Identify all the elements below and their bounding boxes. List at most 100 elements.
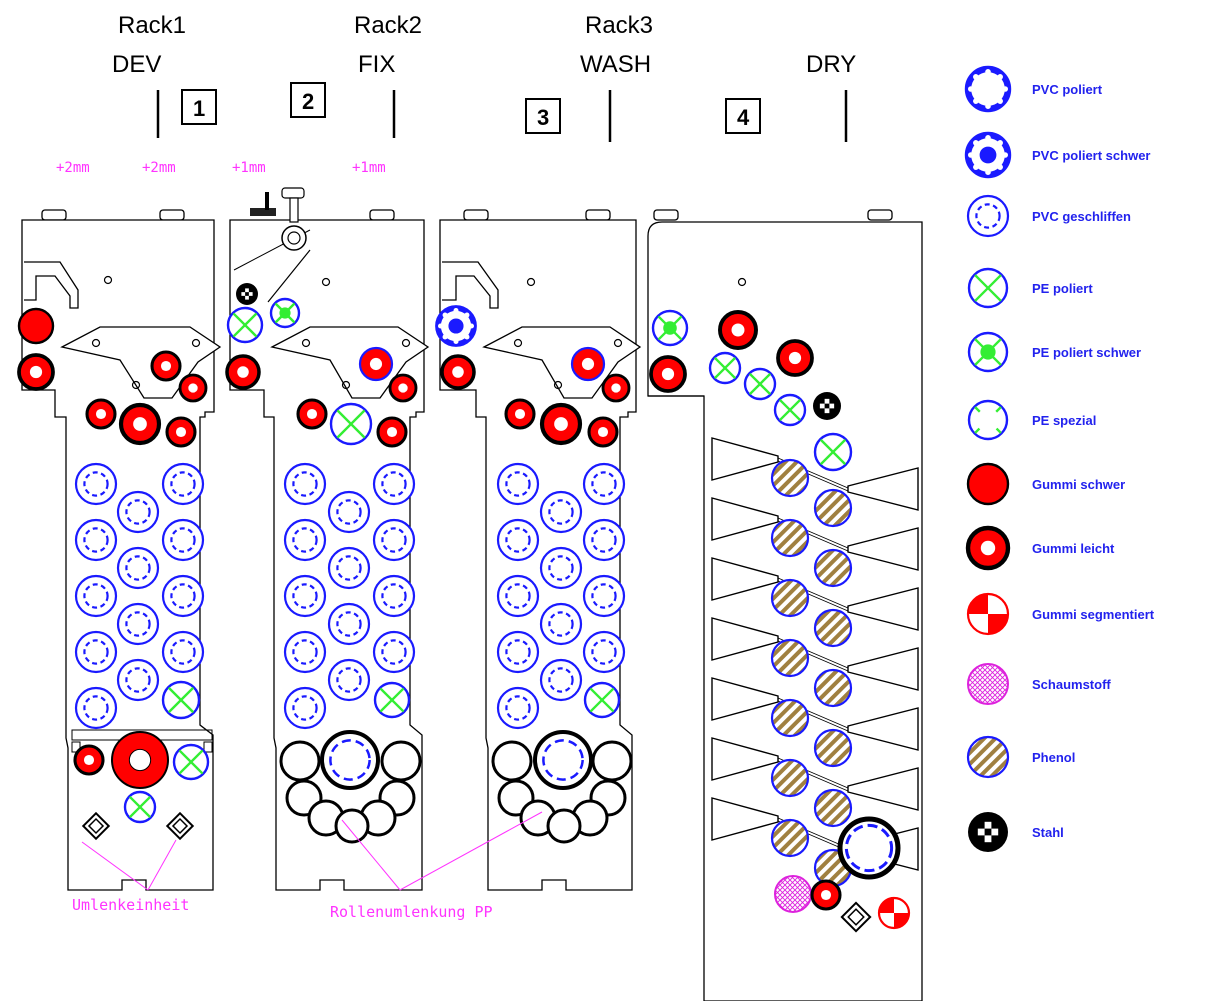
pe-polished-roller (373, 681, 411, 719)
rubber-light-roller (601, 373, 631, 403)
rubber-light-roller (225, 354, 261, 390)
rubber-light-roller (810, 879, 842, 911)
pvc-ground-roller (116, 602, 160, 646)
phenol-roller (813, 788, 853, 828)
pe-polished-icon (967, 267, 1009, 309)
rack4-process: DRY (806, 51, 856, 78)
phenol-roller (770, 638, 810, 678)
diamond-roller (840, 901, 872, 933)
rack-headers: Rack1 DEV Rack2 FIX Rack3 WASH DRY 1 2 3… (56, 12, 856, 176)
annotations: Umlenkeinheit Rollenumlenkung PP (72, 811, 543, 921)
pvc-ground-roller (496, 462, 540, 506)
pvc-ground-roller (74, 518, 118, 562)
legend-item-rubber-light: Gummi leicht (965, 525, 1115, 571)
steel-roller (813, 392, 841, 420)
legend-item-pvc-polished-heavy: PVC poliert schwer (964, 131, 1150, 179)
legend-label: PE spezial (1032, 413, 1096, 428)
legend-item-pe-polished-heavy: PE poliert schwer (967, 331, 1141, 373)
pvc-polished-heavy-roller (435, 305, 477, 347)
legend-label: PE poliert schwer (1032, 345, 1141, 360)
rubber-light-icon (965, 525, 1011, 571)
legend-item-pe-special: PE spezial (967, 399, 1096, 441)
pvc-polished-icon (964, 65, 1012, 113)
rubber-light-roller (388, 373, 418, 403)
rubber-light-roller (718, 310, 758, 350)
pvc-ground-roller (327, 602, 371, 646)
rack3-frame (439, 209, 642, 891)
legend-label: Gummi leicht (1032, 541, 1115, 556)
pe-polished-heavy-roller (269, 297, 301, 329)
pp-roller (334, 808, 370, 844)
phenol-roller (813, 668, 853, 708)
pvc-ground-roller (74, 462, 118, 506)
pvc-ground-roller (539, 546, 583, 590)
phenol-roller (813, 548, 853, 588)
rack2-frame (229, 187, 430, 891)
rubber-light-roller (587, 416, 619, 448)
pvc-ground-roller (539, 658, 583, 702)
pvc-ground-roller (372, 630, 416, 674)
pe-polished-roller (172, 743, 210, 781)
deflection-unit-label: Umlenkeinheit (72, 896, 189, 914)
phenol-roller (813, 608, 853, 648)
pvc-ground-roller (496, 686, 540, 730)
phenol-roller (770, 698, 810, 738)
pvc-ground-roller (74, 630, 118, 674)
rack1-process: DEV (112, 51, 161, 78)
rubber-light-roller (73, 744, 105, 776)
phenol-roller (813, 728, 853, 768)
rubber-light-roller (376, 416, 408, 448)
legend-label: Phenol (1032, 750, 1075, 765)
pe-polished-heavy-roller (651, 309, 689, 347)
rack3-name: Rack3 (585, 12, 653, 39)
legend-label: PVC geschliffen (1032, 209, 1131, 224)
rubber-light-roller (296, 398, 328, 430)
pvc-ground-roller (582, 574, 626, 618)
pvc-large-black-roller (837, 816, 901, 880)
pvc-ground-roller (327, 490, 371, 534)
offset-4: +1mm (352, 160, 386, 176)
pvc-ground-roller (161, 462, 205, 506)
pe-polished-roller (226, 306, 264, 344)
pe-polished-roller (161, 680, 201, 720)
pvc-ground-roller (116, 658, 160, 702)
legend-label: PE poliert (1032, 281, 1093, 296)
legend-item-pvc-polished: PVC poliert (964, 65, 1103, 113)
pe-polished-roller (743, 367, 777, 401)
rubber-light-roller (776, 339, 814, 377)
pp-roller (546, 808, 582, 844)
pvc-ground-roller (327, 546, 371, 590)
pvc-ground-roller (283, 574, 327, 618)
rubber-light-blue-roller (570, 346, 606, 382)
pvc-ground-roller (582, 630, 626, 674)
pe-polished-roller (123, 790, 157, 824)
pvc-ground-roller (161, 574, 205, 618)
legend-label: Gummi segmentiert (1032, 607, 1155, 622)
rack2-number: 2 (302, 89, 314, 114)
pvc-ground-roller (539, 490, 583, 534)
rack1-name: Rack1 (118, 12, 186, 39)
legend-label: PVC poliert schwer (1032, 148, 1150, 163)
legend-label: PVC poliert (1032, 82, 1103, 97)
pvc-ground-roller (372, 574, 416, 618)
pp-large-roller (533, 730, 593, 790)
pvc-ground-roller (582, 462, 626, 506)
offset-2: +2mm (142, 160, 176, 176)
pvc-ground-roller (283, 686, 327, 730)
rack3-process: WASH (580, 51, 651, 78)
rack3-number: 3 (537, 105, 549, 130)
pvc-ground-roller (496, 518, 540, 562)
pe-polished-roller (329, 402, 373, 446)
pvc-ground-roller (372, 518, 416, 562)
rubber-light-roller (165, 416, 197, 448)
pvc-ground-roller (116, 490, 160, 534)
pp-large-roller (320, 730, 380, 790)
legend-item-rubber-heavy: Gummi schwer (966, 462, 1125, 506)
legend-item-phenol: Phenol (966, 735, 1075, 779)
pvc-ground-roller (161, 630, 205, 674)
steel-roller (236, 283, 258, 305)
roller-deflection-label: Rollenumlenkung PP (330, 903, 493, 921)
rollers (17, 283, 911, 933)
